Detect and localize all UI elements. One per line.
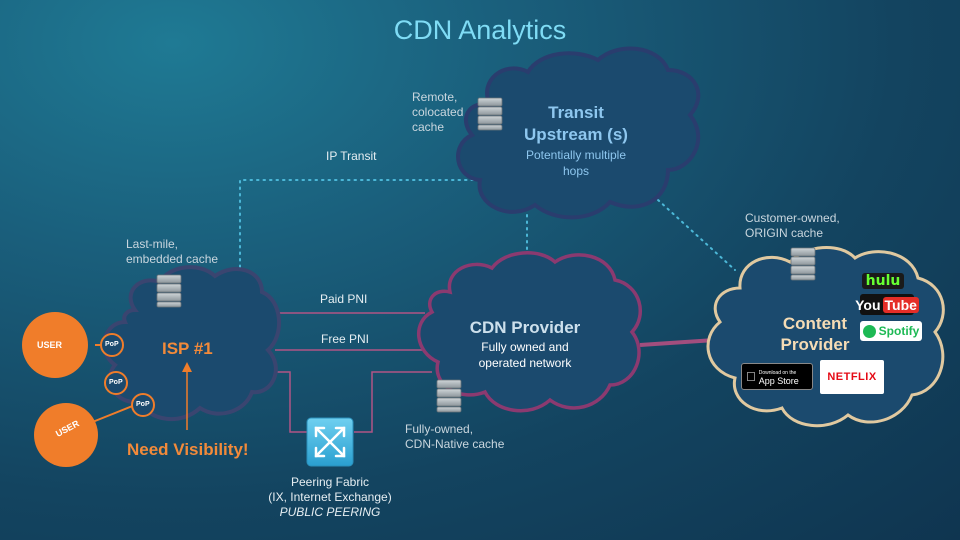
pop-node [100, 333, 124, 357]
page-title: CDN Analytics [393, 15, 567, 45]
pni-links [265, 312, 432, 433]
youtube-logo: You Tube [855, 294, 919, 315]
pop-label: PoP [109, 379, 123, 386]
user-node [22, 312, 88, 378]
server-icon [477, 97, 503, 131]
cdn-cache-line1: Fully-owned, [405, 422, 474, 436]
content-title-line2: Provider [780, 335, 850, 354]
cdn-sub-line1: Fully owned and [481, 340, 569, 354]
transit-sub-line2: hops [562, 164, 590, 178]
server-icon [790, 247, 816, 281]
peering-line1: Peering Fabric [290, 475, 370, 489]
origin-cache-line1: Customer-owned, [745, 211, 840, 225]
transit-sub-line1: Potentially multiple [525, 148, 627, 162]
user-label: USER [37, 340, 63, 350]
spotify-icon [862, 324, 876, 338]
peering-label: Peering Fabric (IX, Internet Exchange) P… [250, 475, 410, 520]
remote-cache-line1: Remote, [412, 90, 458, 104]
transit-title: Transit Upstream (s) [520, 102, 632, 146]
peering-line3: PUBLIC PEERING [279, 505, 381, 519]
spotify-logo: Spotify [860, 321, 922, 341]
server-icon [436, 379, 462, 413]
netflix-logo: NETFLIX [820, 360, 884, 394]
youtube-you-text: You [855, 296, 881, 313]
up-arrow-icon [182, 362, 192, 430]
remote-cache-line3: cache [412, 120, 445, 134]
hulu-logo: hulu [862, 273, 904, 289]
cdn-content-link [639, 338, 716, 347]
cdn-sub-line2: operated network [478, 356, 572, 370]
app-store-big-text: App Store [749, 375, 799, 386]
transit-cloud [456, 46, 701, 220]
hulu-logo-text: hulu [865, 273, 901, 289]
free-pni-label: Free PNI [321, 332, 370, 346]
peering-line2: (IX, Internet Exchange) [268, 490, 392, 504]
transit-subtitle: Potentially multiple hops [510, 147, 642, 179]
paid-pni-label: Paid PNI [320, 292, 368, 306]
cdn-cloud [416, 251, 643, 413]
cdn-subtitle: Fully owned and operated network [455, 339, 595, 371]
transit-title-line1: Transit [548, 103, 604, 122]
origin-cache-label: Customer-owned, ORIGIN cache [745, 211, 840, 241]
last-mile-line2: embedded cache [126, 252, 219, 266]
youtube-tube-text: Tube [882, 296, 919, 313]
pop-label: PoP [105, 341, 119, 348]
origin-cache-line2: ORIGIN cache [745, 226, 824, 240]
app-store-badge:  Download on the App Store [741, 363, 813, 390]
switch-icon [306, 417, 354, 467]
last-mile-label: Last-mile, embedded cache [126, 237, 218, 267]
user-node [34, 403, 98, 467]
remote-cache-label: Remote, colocated cache [412, 90, 463, 135]
content-title-line1: Content [782, 314, 848, 333]
ip-transit-link [239, 179, 736, 281]
need-visibility-label: Need Visibility! [127, 440, 249, 459]
last-mile-line1: Last-mile, [126, 237, 179, 251]
server-icon [156, 274, 182, 308]
content-title: Content Provider [770, 313, 860, 355]
cdn-cache-label: Fully-owned, CDN-Native cache [405, 422, 504, 452]
spotify-logo-text: Spotify [878, 324, 920, 338]
app-store-small-text: Download on the [749, 369, 797, 376]
transit-title-line2: Upstream (s) [524, 125, 628, 144]
pop-node [131, 393, 155, 417]
isp-title: ISP #1 [162, 339, 213, 358]
netflix-logo-text: NETFLIX [827, 371, 877, 383]
apple-icon:  [746, 369, 756, 384]
remote-cache-line2: colocated [412, 105, 464, 119]
pop-label: PoP [136, 401, 150, 408]
cdn-cache-line2: CDN-Native cache [405, 437, 505, 451]
cdn-title: CDN Provider [469, 318, 581, 337]
pop-node [104, 371, 128, 395]
ip-transit-label: IP Transit [326, 149, 377, 163]
